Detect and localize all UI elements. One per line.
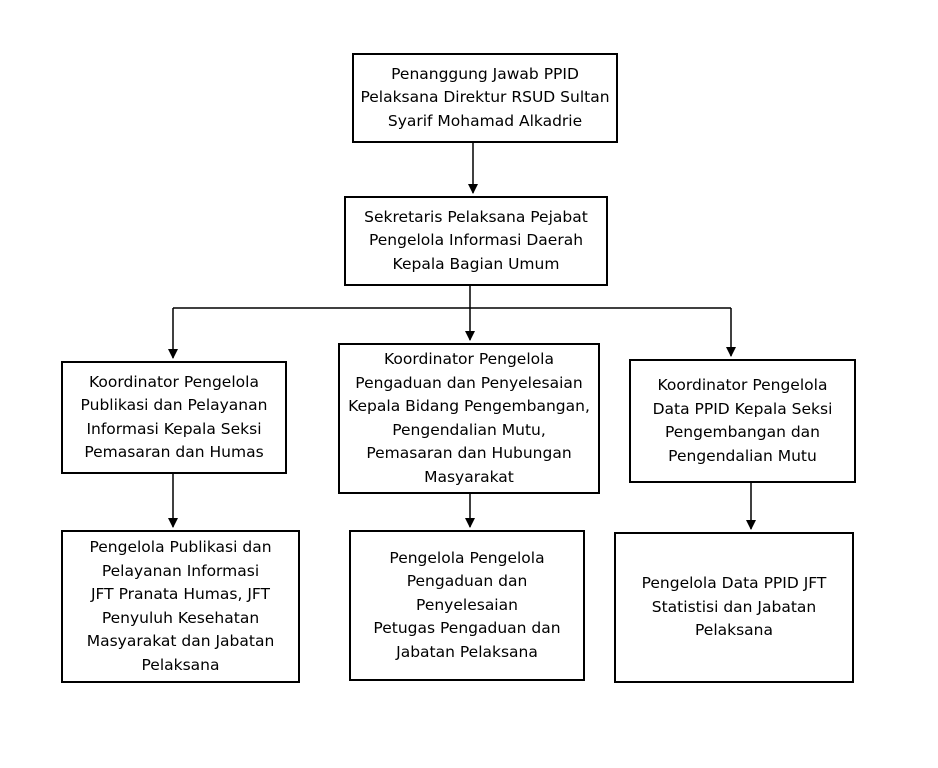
box-text-line: Pelayanan Informasi — [101, 561, 260, 580]
box-text-line: Jabatan Pelaksana — [396, 642, 538, 661]
box-text-line: Pengelola Informasi Daerah — [368, 231, 584, 250]
box-text-line: Pemasaran dan Hubungan — [366, 444, 572, 462]
box-text-line: Syarif Mohamad Alkadrie — [387, 111, 583, 130]
box-text-line: Masyarakat dan Jabatan — [86, 632, 275, 650]
box-text-line: Kepala Bidang Pengembangan, — [348, 397, 590, 415]
mgr-data-box: Pengelola Data PPID JFT Statistisi dan Ja… — [614, 532, 854, 683]
box-text-line: Koordinator Pengelola — [657, 376, 828, 394]
box-text-line: Publikasi dan Pelayanan — [80, 396, 268, 414]
box-text-line: Pelaksana Direktur RSUD Sultan — [360, 88, 610, 107]
box-text-line: Pengendalian Mutu — [668, 446, 817, 465]
head-box: Penanggung Jawab PPID Pelaksana Direktur … — [352, 53, 618, 143]
box-text-line: Pengaduan dan Penyelesaian — [355, 373, 583, 392]
box-text-line: Pengembangan dan — [664, 423, 821, 441]
box-text-line: Penyuluh Kesehatan — [101, 608, 260, 627]
box-text-line: Pengelola Pengelola — [389, 548, 545, 567]
box-text-line: Pengelola Publikasi dan — [89, 538, 272, 556]
box-text-line: Koordinator Pengelola — [89, 372, 259, 391]
box-text-line: Sekretaris Pelaksana Pejabat — [364, 207, 588, 226]
box-text-line: Pengaduan dan — [406, 572, 528, 591]
box-text-line: JFT Pranata Humas, JFT — [90, 585, 271, 603]
box-text-line: Informasi Kepala Seksi — [86, 419, 262, 438]
box-text-line: Masyarakat — [424, 467, 514, 486]
box-text-line: Kepala Bagian Umum — [392, 254, 560, 273]
box-text-line: Statistisi dan Jabatan — [651, 597, 817, 616]
box-text-line: Pelaksana — [694, 621, 773, 640]
box-text-line: Pemasaran dan Humas — [84, 443, 264, 461]
box-text-line: Data PPID Kepala Seksi — [652, 399, 833, 418]
box-text-line: Pengelola Data PPID JFT — [641, 574, 827, 593]
box-text-line: Koordinator Pengelola — [384, 350, 554, 368]
box-text-line: Pelaksana — [141, 655, 220, 674]
box-text-line: Penyelesaian — [416, 595, 518, 614]
box-text-line: Pengendalian Mutu, — [392, 420, 546, 439]
box-text-line: Petugas Pengaduan dan — [373, 619, 561, 638]
box-text-line: Penanggung Jawab PPID — [391, 64, 579, 83]
